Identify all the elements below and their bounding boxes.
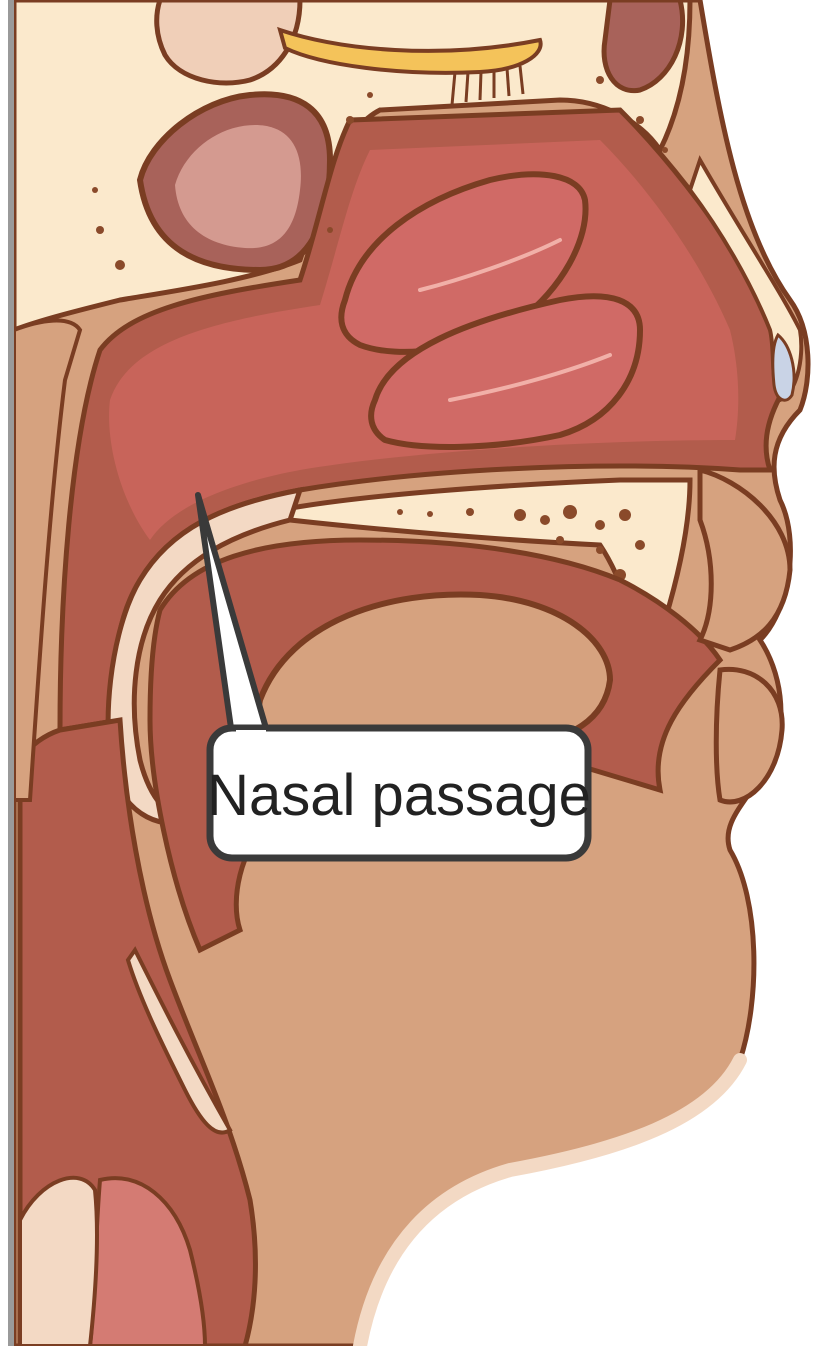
vertebra <box>20 1178 97 1346</box>
callout-join <box>236 730 266 742</box>
callout-label: Nasal passage <box>207 763 591 828</box>
left-edge-rule <box>8 0 14 1346</box>
